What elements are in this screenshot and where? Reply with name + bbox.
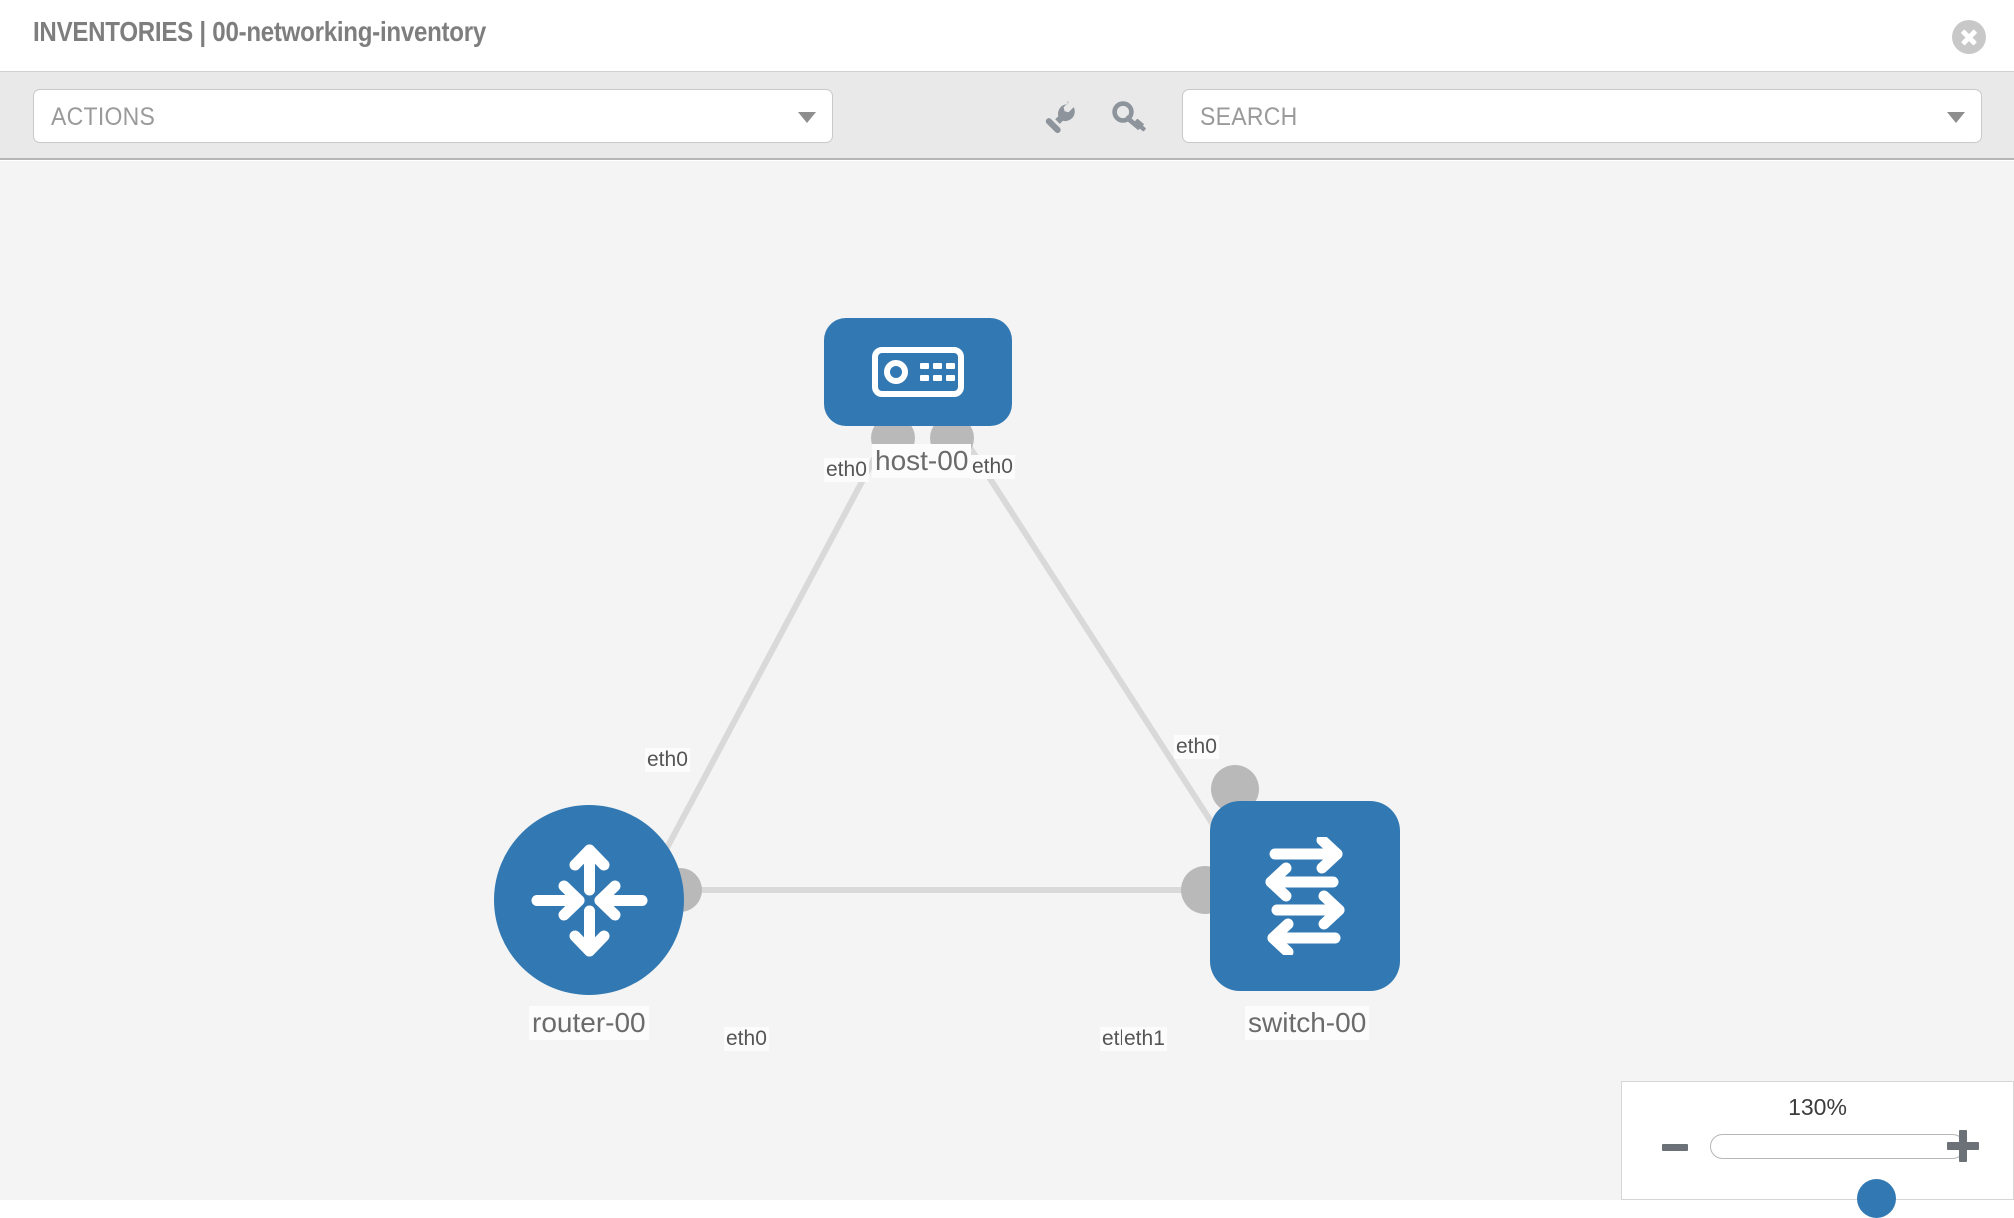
zoom-in-icon[interactable] <box>1947 1130 1979 1162</box>
zoom-slider[interactable] <box>1710 1134 1965 1218</box>
switch-four-arrows-icon <box>1265 837 1345 955</box>
chevron-down-icon <box>798 112 816 123</box>
search-input[interactable]: SEARCH <box>1182 89 1982 143</box>
topology-canvas[interactable]: host-00 router-00 switch-00 eth0 eth0 et… <box>0 161 2014 1200</box>
topology-links-layer <box>657 416 1259 914</box>
interface-label-switch-uplink: eth0 <box>1174 735 1219 759</box>
interface-label-switch-left-eth1: eth1 <box>1122 1027 1167 1051</box>
server-appliance-icon <box>872 347 964 397</box>
wrench-icon[interactable] <box>1040 98 1080 138</box>
page-header: INVENTORIES | 00-networking-inventory <box>0 0 2014 71</box>
router-four-arrows-icon <box>531 844 647 956</box>
node-label-router-00: router-00 <box>529 1006 649 1040</box>
zoom-out-icon[interactable] <box>1662 1134 1688 1160</box>
key-icon[interactable] <box>1108 98 1148 138</box>
link-host-switch <box>955 426 1233 854</box>
link-host-router <box>657 426 893 864</box>
toolbar: ACTIONS SEARCH <box>0 71 2014 160</box>
node-switch-00[interactable] <box>1210 801 1400 991</box>
node-router-00[interactable] <box>494 805 684 995</box>
chevron-down-icon <box>1947 112 1965 123</box>
zoom-level-label: 130% <box>1788 1094 1847 1120</box>
actions-dropdown[interactable]: ACTIONS <box>33 89 833 143</box>
node-host-00[interactable] <box>824 318 1012 426</box>
node-label-switch-00: switch-00 <box>1245 1006 1370 1040</box>
interface-label-host-left: eth0 <box>824 458 869 482</box>
interface-label-host-right: eth0 <box>970 455 1015 479</box>
close-icon[interactable] <box>1952 20 1986 54</box>
node-label-host-00: host-00 <box>872 444 972 478</box>
zoom-control-panel: 130% <box>1621 1081 2014 1218</box>
interface-label-router-right: eth0 <box>724 1027 769 1051</box>
page-title: INVENTORIES | 00-networking-inventory <box>33 16 487 47</box>
interface-label-router-uplink: eth0 <box>645 748 690 772</box>
zoom-slider-thumb[interactable] <box>1857 1179 1896 1218</box>
search-placeholder: SEARCH <box>1200 103 1298 131</box>
actions-dropdown-label: ACTIONS <box>51 103 156 131</box>
